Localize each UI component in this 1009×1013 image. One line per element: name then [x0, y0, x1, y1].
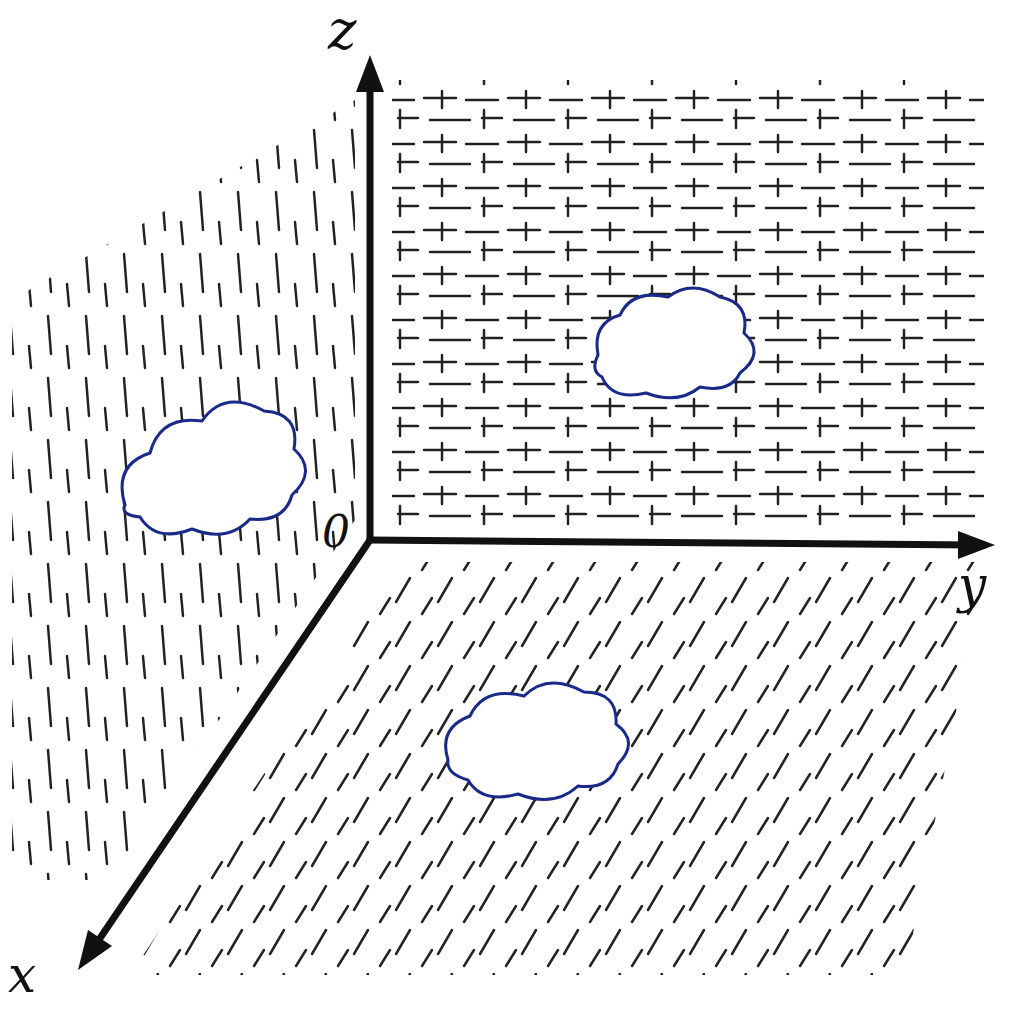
axis-label: x — [8, 950, 36, 1000]
xy-plane-hatching — [130, 562, 985, 975]
axis-label: y — [958, 560, 986, 610]
axis-label: z — [328, 4, 356, 58]
origin-label: 0 — [322, 510, 350, 554]
arrowhead — [958, 531, 995, 559]
arrowhead — [78, 930, 112, 970]
cloud — [122, 402, 305, 534]
cloud — [446, 683, 629, 800]
cloud — [595, 288, 754, 398]
y-axis — [370, 540, 975, 545]
yz-plane-bricks — [392, 80, 984, 528]
x-axis — [92, 540, 370, 950]
arrowhead — [356, 55, 384, 92]
z-axis — [367, 70, 374, 540]
